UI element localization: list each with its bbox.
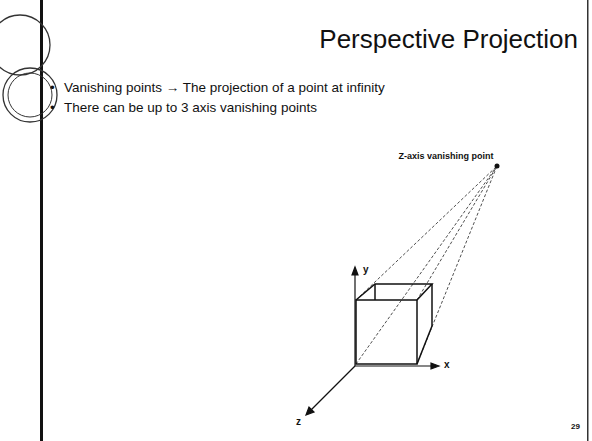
decor-circle [0, 15, 50, 75]
vanishing-point-label: Z-axis vanishing point [398, 151, 493, 161]
vanishing-point [495, 164, 500, 169]
axis-label: y [363, 264, 369, 275]
projection-lines [356, 166, 497, 364]
axes [306, 267, 439, 415]
axis-label: z [296, 416, 301, 427]
decor-circle [8, 73, 52, 117]
bullet-text: Vanishing points → The projection of a p… [64, 80, 385, 95]
axis-label: x [444, 359, 450, 370]
slide-edge [587, 0, 589, 441]
cube [356, 284, 432, 364]
slide-title: Perspective Projection [319, 24, 578, 55]
bullet-text: There can be up to 3 axis vanishing poin… [64, 100, 317, 115]
decor-circle [3, 68, 57, 122]
page-number: 29 [571, 422, 580, 431]
